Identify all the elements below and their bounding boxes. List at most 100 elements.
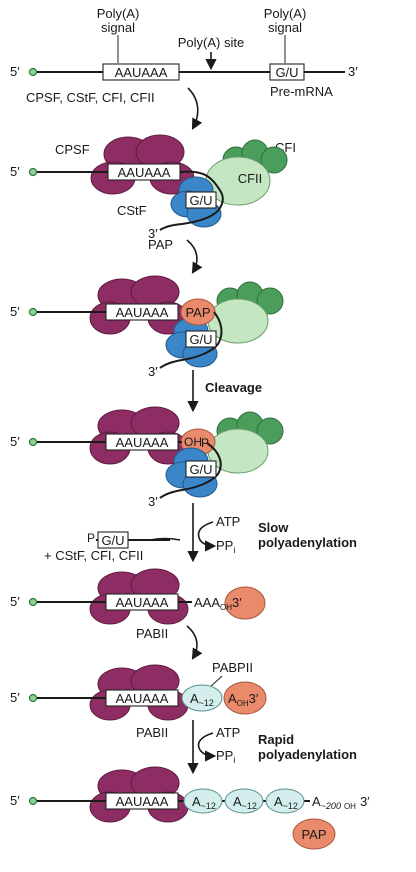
aauaaa-text: AAUAAA	[115, 65, 168, 80]
stage-pre-mrna: Poly(A) signal Poly(A) site Poly(A) sign…	[10, 6, 358, 130]
aauaaa-text: AAUAAA	[116, 691, 169, 706]
three-prime-label: 3′	[348, 64, 358, 79]
step-arrow-5	[186, 625, 203, 660]
pabpii-protein-1	[183, 788, 223, 814]
five-prime-cap	[28, 437, 38, 447]
a12-label-1: A~12	[192, 794, 216, 811]
stage-cleaved: 5′ AAUAAA OH P G/U 3′	[10, 406, 284, 509]
stage-pabpii-bound: PABPII 5′ AAUAAA A~12 AOH3′	[10, 660, 267, 721]
polya-signal-left-line2: signal	[101, 20, 135, 35]
pabpii-protein-2	[224, 788, 264, 814]
five-prime-label: 5′	[10, 594, 20, 609]
atp-curve	[197, 732, 217, 762]
stage-pap-bound: PAP 5′ AAUAAA G/U 3′ Cleavage	[10, 275, 284, 413]
cfii-label: CFII	[238, 171, 263, 186]
cleavage-label: Cleavage	[205, 380, 262, 395]
atp-curve	[197, 521, 217, 552]
mrna-loop	[159, 311, 223, 369]
pap-protein	[224, 586, 266, 620]
pap-step-label: PAP	[148, 237, 173, 252]
ppi-label: PPi	[216, 538, 235, 555]
three-prime-label: 3′	[148, 364, 158, 379]
mrna-loop	[159, 170, 224, 231]
pap-label: PAP	[185, 305, 210, 320]
rapid-label-line2: polyadenylation	[258, 747, 357, 762]
polya-signal-right-line1: Poly(A)	[264, 6, 307, 21]
pre-mrna-label: Pre-mRNA	[270, 84, 333, 99]
aauaaa-box	[102, 63, 180, 81]
aauaaa-text: AAUAAA	[116, 794, 169, 809]
five-prime-cap	[28, 693, 38, 703]
released-gu-box	[97, 531, 129, 549]
polya-signal-right-line2: signal	[268, 20, 302, 35]
atp-label: ATP	[216, 514, 240, 529]
cpsf-label: CPSF	[55, 142, 90, 157]
five-prime-cap	[28, 167, 38, 177]
pabpii-protein-3	[265, 788, 305, 814]
a12-label-3: A~12	[274, 794, 298, 811]
step-arrow-1	[187, 87, 203, 130]
three-prime-label: 3′	[148, 494, 158, 509]
a12-label-2: A~12	[233, 794, 257, 811]
gu-text: G/U	[275, 65, 298, 80]
slow-label-line1: Slow	[258, 520, 289, 535]
aauaaa-text: AAUAAA	[116, 305, 169, 320]
stage-complex-assembly: CPSF CFI CFII CStF 5′ AAUAAA G/U 3′ P	[10, 134, 296, 274]
slow-label-line2: polyadenylation	[258, 535, 357, 550]
five-prime-cap	[28, 796, 38, 806]
gu-box	[185, 191, 217, 209]
aauaaa-text: AAUAAA	[118, 165, 171, 180]
step-arrow-2	[186, 239, 203, 274]
aauaaa-text: AAUAAA	[116, 595, 169, 610]
five-prime-cap	[28, 597, 38, 607]
factors-label: CPSF, CStF, CFI, CFII	[26, 90, 155, 105]
gu-text: G/U	[189, 193, 212, 208]
five-prime-label: 5′	[10, 434, 20, 449]
gu-box	[185, 460, 217, 478]
pabpii-label: PABPII	[212, 660, 253, 675]
rapid-label-line1: Rapid	[258, 732, 294, 747]
polya-site-label: Poly(A) site	[178, 35, 244, 50]
five-prime-label: 5′	[10, 164, 20, 179]
released-pap-label: PAP	[301, 827, 326, 842]
pabii-label: PABII	[136, 725, 168, 740]
five-prime-label: 5′	[10, 304, 20, 319]
p-label: P	[201, 436, 209, 450]
pabii-step-label: PABII	[136, 626, 168, 641]
three-prime-label: 3′	[148, 226, 158, 241]
gu-box	[269, 63, 305, 81]
polya-signal-left-line1: Poly(A)	[97, 6, 140, 21]
pabpii-protein	[181, 684, 223, 712]
five-prime-label: 5′	[10, 690, 20, 705]
atp-label: ATP	[216, 725, 240, 740]
gu-text: G/U	[189, 462, 212, 477]
cfii-complex	[207, 428, 269, 474]
stage-slow-tail: 5′ AAUAAA AAAOH3′ PABII	[10, 568, 266, 660]
aauaaa-text: AAUAAA	[116, 435, 169, 450]
released-factors: + CStF, CFI, CFII	[44, 548, 143, 563]
oh-label: OH	[184, 435, 202, 449]
downstream-fragment	[159, 442, 222, 499]
slow-polyadenylation-step: ATP PPi Slow polyadenylation P G/U + CSt…	[44, 503, 357, 563]
cfii-complex	[207, 298, 269, 344]
cstf-label: CStF	[117, 203, 147, 218]
aauaaa-box	[105, 689, 179, 707]
tail-label: AAAOH3′	[194, 595, 242, 612]
five-prime-label: 5′	[10, 64, 20, 79]
pap-protein	[223, 681, 267, 715]
rapid-polyadenylation-step: PABII ATP PPi Rapid polyadenylation	[136, 720, 357, 775]
released-pap-protein	[292, 818, 336, 850]
gu-text: G/U	[189, 332, 212, 347]
a12-label: A~12	[190, 691, 214, 708]
five-prime-cap	[28, 67, 38, 77]
five-prime-cap	[28, 307, 38, 317]
gu-box	[185, 330, 217, 348]
a-oh-label: AOH3′	[228, 691, 259, 708]
released-p-label: P	[87, 531, 95, 545]
aauaaa-box	[105, 303, 179, 321]
five-prime-label: 5′	[10, 793, 20, 808]
ppi-label: PPi	[216, 748, 235, 765]
